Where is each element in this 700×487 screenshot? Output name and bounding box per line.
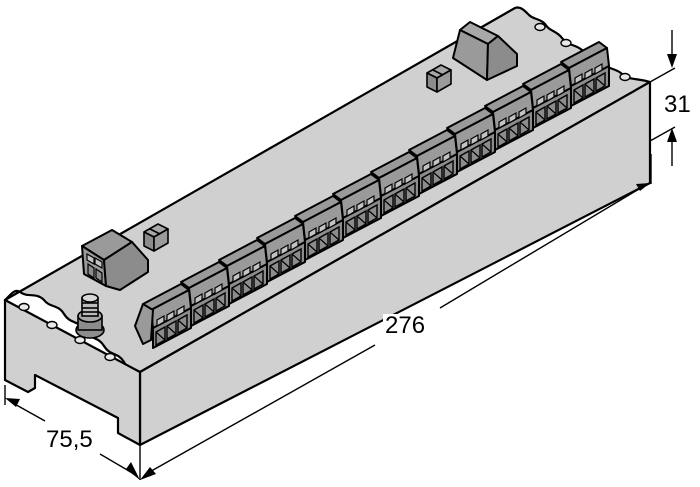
rear-connector [452,21,518,81]
dimension-length-label: 276 [383,312,428,339]
dip-switch-right [426,64,452,93]
terminal-block-rear [81,229,149,291]
dip-switch-left [143,223,169,252]
housing-left-face [3,298,142,447]
terminal-end-cap [134,303,154,345]
dimension-arrowheads [5,54,677,480]
dimension-width-label: 75,5 [44,426,95,453]
dimension-height-label: 31 [662,91,693,118]
mounting-holes [18,22,631,362]
ground-stud [75,293,105,339]
